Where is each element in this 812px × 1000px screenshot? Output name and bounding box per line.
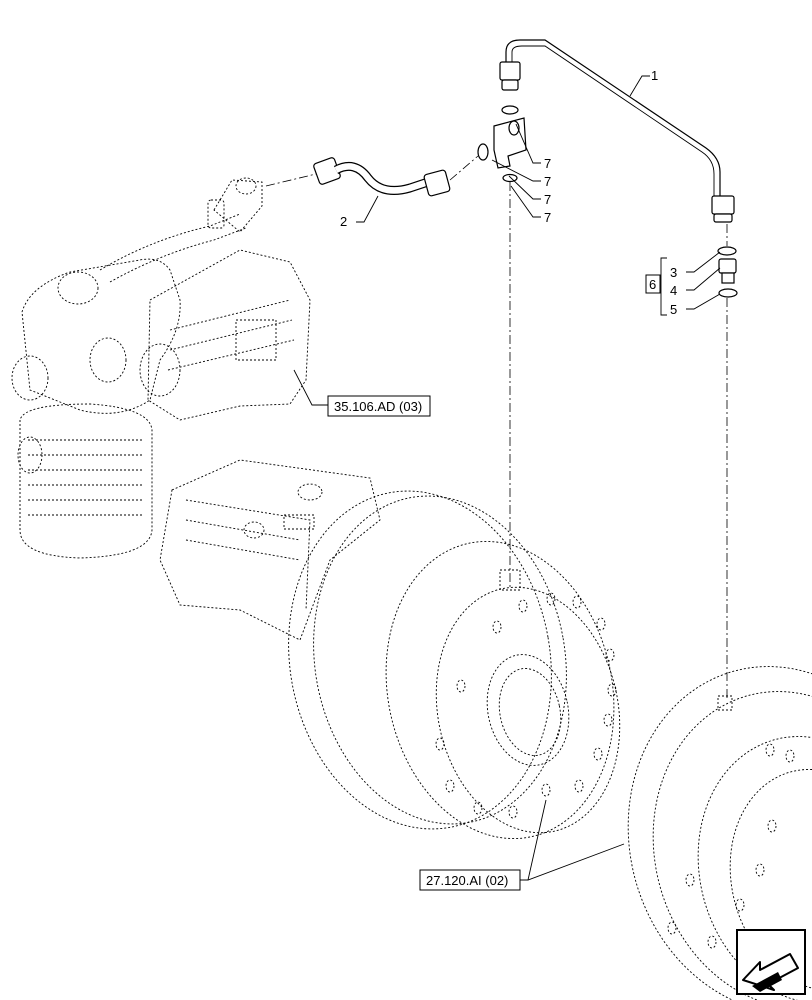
final-drive-right (627, 666, 812, 1000)
pipe-part-1 (499, 39, 735, 223)
callout-1: 1 (651, 68, 658, 83)
callout-6: 6 (649, 277, 656, 292)
hose-centerline (265, 173, 317, 187)
callout-leaders (293, 75, 721, 881)
tee-fitting (477, 105, 527, 183)
callout-4: 4 (670, 283, 677, 298)
hose-to-tee-centerline (449, 155, 479, 181)
callout-7-d: 7 (544, 210, 551, 225)
callout-6-box (645, 274, 661, 294)
reference-hydraulic-pump-label: 35.106.AD (03) (334, 399, 422, 414)
reference-hydraulic-pump[interactable]: 35.106.AD (03) (327, 395, 431, 417)
callout-5: 5 (670, 302, 677, 317)
callout-2: 2 (340, 214, 347, 229)
arrow-left-icon[interactable] (736, 929, 806, 995)
callout-3: 3 (670, 265, 677, 280)
reference-final-drive-label: 27.120.AI (02) (426, 873, 508, 888)
callout-7-c: 7 (544, 192, 551, 207)
transmission-final-drive (159, 459, 621, 840)
callout-7-b: 7 (544, 174, 551, 189)
reference-final-drive[interactable]: 27.120.AI (02) (419, 869, 521, 891)
callout-7-a: 7 (544, 156, 551, 171)
hose-part-2 (313, 157, 451, 197)
adapter-stack (717, 246, 738, 298)
hydraulic-pump-assembly (11, 177, 311, 559)
